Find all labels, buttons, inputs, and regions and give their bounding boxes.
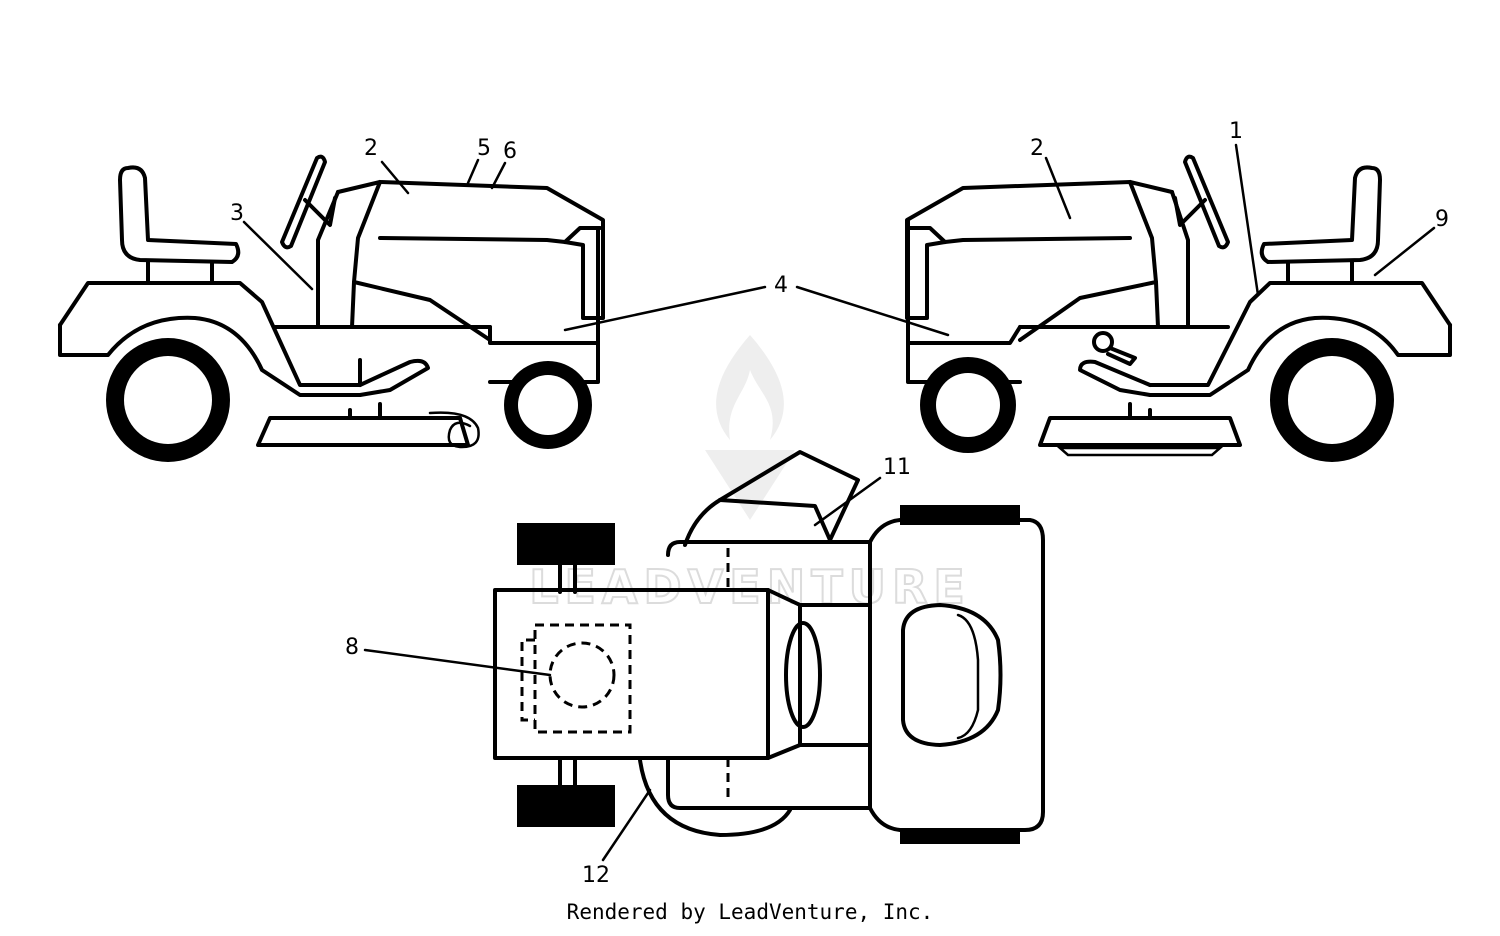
leader-lines xyxy=(242,143,1436,862)
callout-9: 9 xyxy=(1435,207,1449,232)
tractor-top-view xyxy=(493,450,1045,844)
callout-3: 3 xyxy=(230,201,244,226)
callout-4: 4 xyxy=(774,273,788,298)
watermark-logo: LEADVENTURE xyxy=(528,335,971,615)
callout-6: 6 xyxy=(503,139,517,164)
callout-2-right: 2 xyxy=(1030,136,1044,161)
callout-12: 12 xyxy=(582,863,610,888)
callout-11: 11 xyxy=(883,455,911,480)
callout-1: 1 xyxy=(1229,119,1243,144)
callout-5: 5 xyxy=(477,136,491,161)
footer-credit: Rendered by LeadVenture, Inc. xyxy=(566,900,934,924)
callout-labels: 1 2 2 3 4 5 6 8 9 11 12 xyxy=(230,119,1449,888)
callout-2-left: 2 xyxy=(364,136,378,161)
tractor-right-side-view xyxy=(905,154,1452,462)
callout-8: 8 xyxy=(345,635,359,660)
tractor-left-side-view xyxy=(58,154,605,462)
watermark-text: LEADVENTURE xyxy=(529,560,971,614)
